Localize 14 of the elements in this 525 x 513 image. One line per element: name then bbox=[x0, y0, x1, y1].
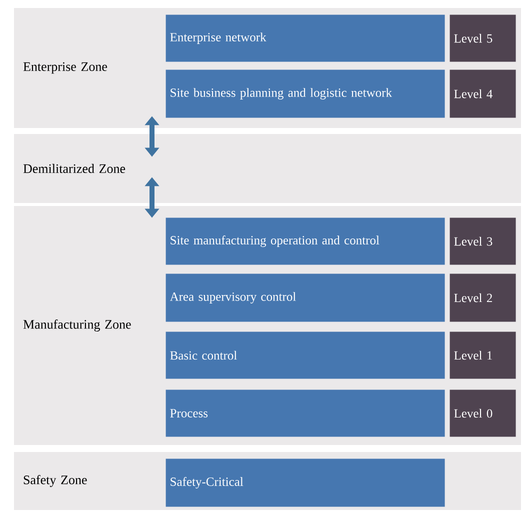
level-box: Process bbox=[166, 390, 445, 437]
level-number-box: Level 2 bbox=[450, 274, 516, 322]
level-number-box: Level 3 bbox=[450, 218, 516, 265]
level-box: Safety-Critical bbox=[166, 458, 445, 507]
level-number-box: Level 4 bbox=[450, 70, 516, 118]
level-box: Site manufacturing operation and control bbox=[166, 218, 445, 265]
level-number-box: Level 0 bbox=[450, 390, 516, 437]
level-number-box: Level 1 bbox=[450, 332, 516, 379]
level-box: Site business planning and logistic network bbox=[166, 70, 445, 118]
zone-band: Demilitarized Zone bbox=[14, 134, 521, 203]
level-box: Basic control bbox=[166, 332, 445, 379]
level-box: Area supervisory control bbox=[166, 274, 445, 322]
level-number-box: Level 5 bbox=[450, 14, 516, 62]
level-box: Enterprise network bbox=[166, 14, 445, 62]
